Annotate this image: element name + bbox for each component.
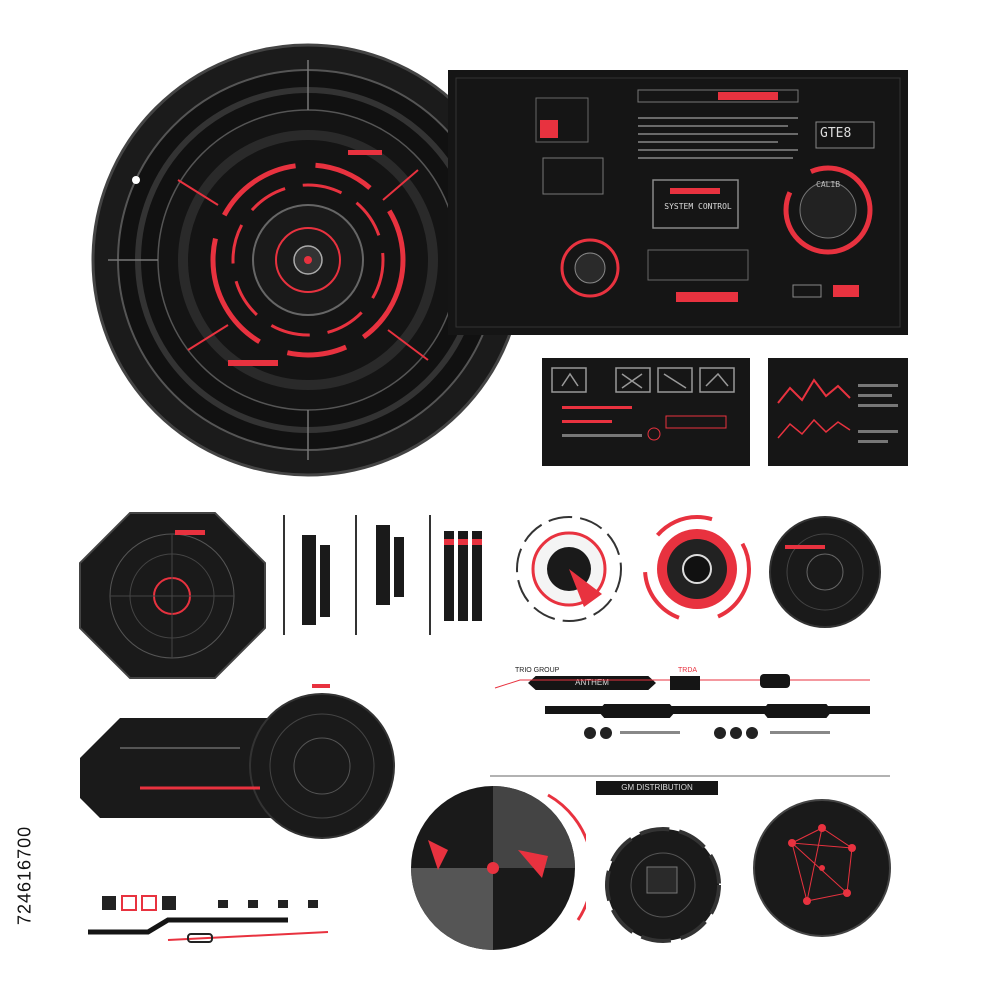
radial-tick-gauge [605,827,721,943]
segment-gauge-1 [516,516,622,622]
vertical-gauges [283,515,482,635]
banner-line [490,775,890,777]
network-map-gauge [753,799,891,937]
distribution-banner: GM DISTRIBUTION [596,781,718,795]
octagon-scanner [79,512,266,679]
mid-strip-decor [494,674,870,739]
strip-left-tag: TRIO GROUP [515,667,560,674]
dark-disc-gauge [769,516,881,628]
pie-sweep-gauge [411,786,586,950]
control-panel: GTE8 CALIB SYSTEM CONTROL [448,70,908,335]
bottom-widget-bar [88,895,329,943]
main-radar-dial [91,43,525,477]
line-chart-panel [768,358,908,466]
control-panel-graphics [455,77,901,328]
strip-right-tag: TRDA [678,667,698,674]
segment-gauge-2 [643,515,751,623]
hex-dial-combo [80,684,395,839]
icon-grid-panel [542,358,750,466]
tab-anthem-label: ANTHEM [575,678,609,687]
gauge-caption: CALIB [816,180,841,189]
system-control-button[interactable]: SYSTEM CONTROL [664,202,732,211]
panel-badge: GTE8 [820,126,852,141]
side-id-number: 724616700 [14,825,35,925]
distribution-banner-label: GM DISTRIBUTION [621,783,693,792]
